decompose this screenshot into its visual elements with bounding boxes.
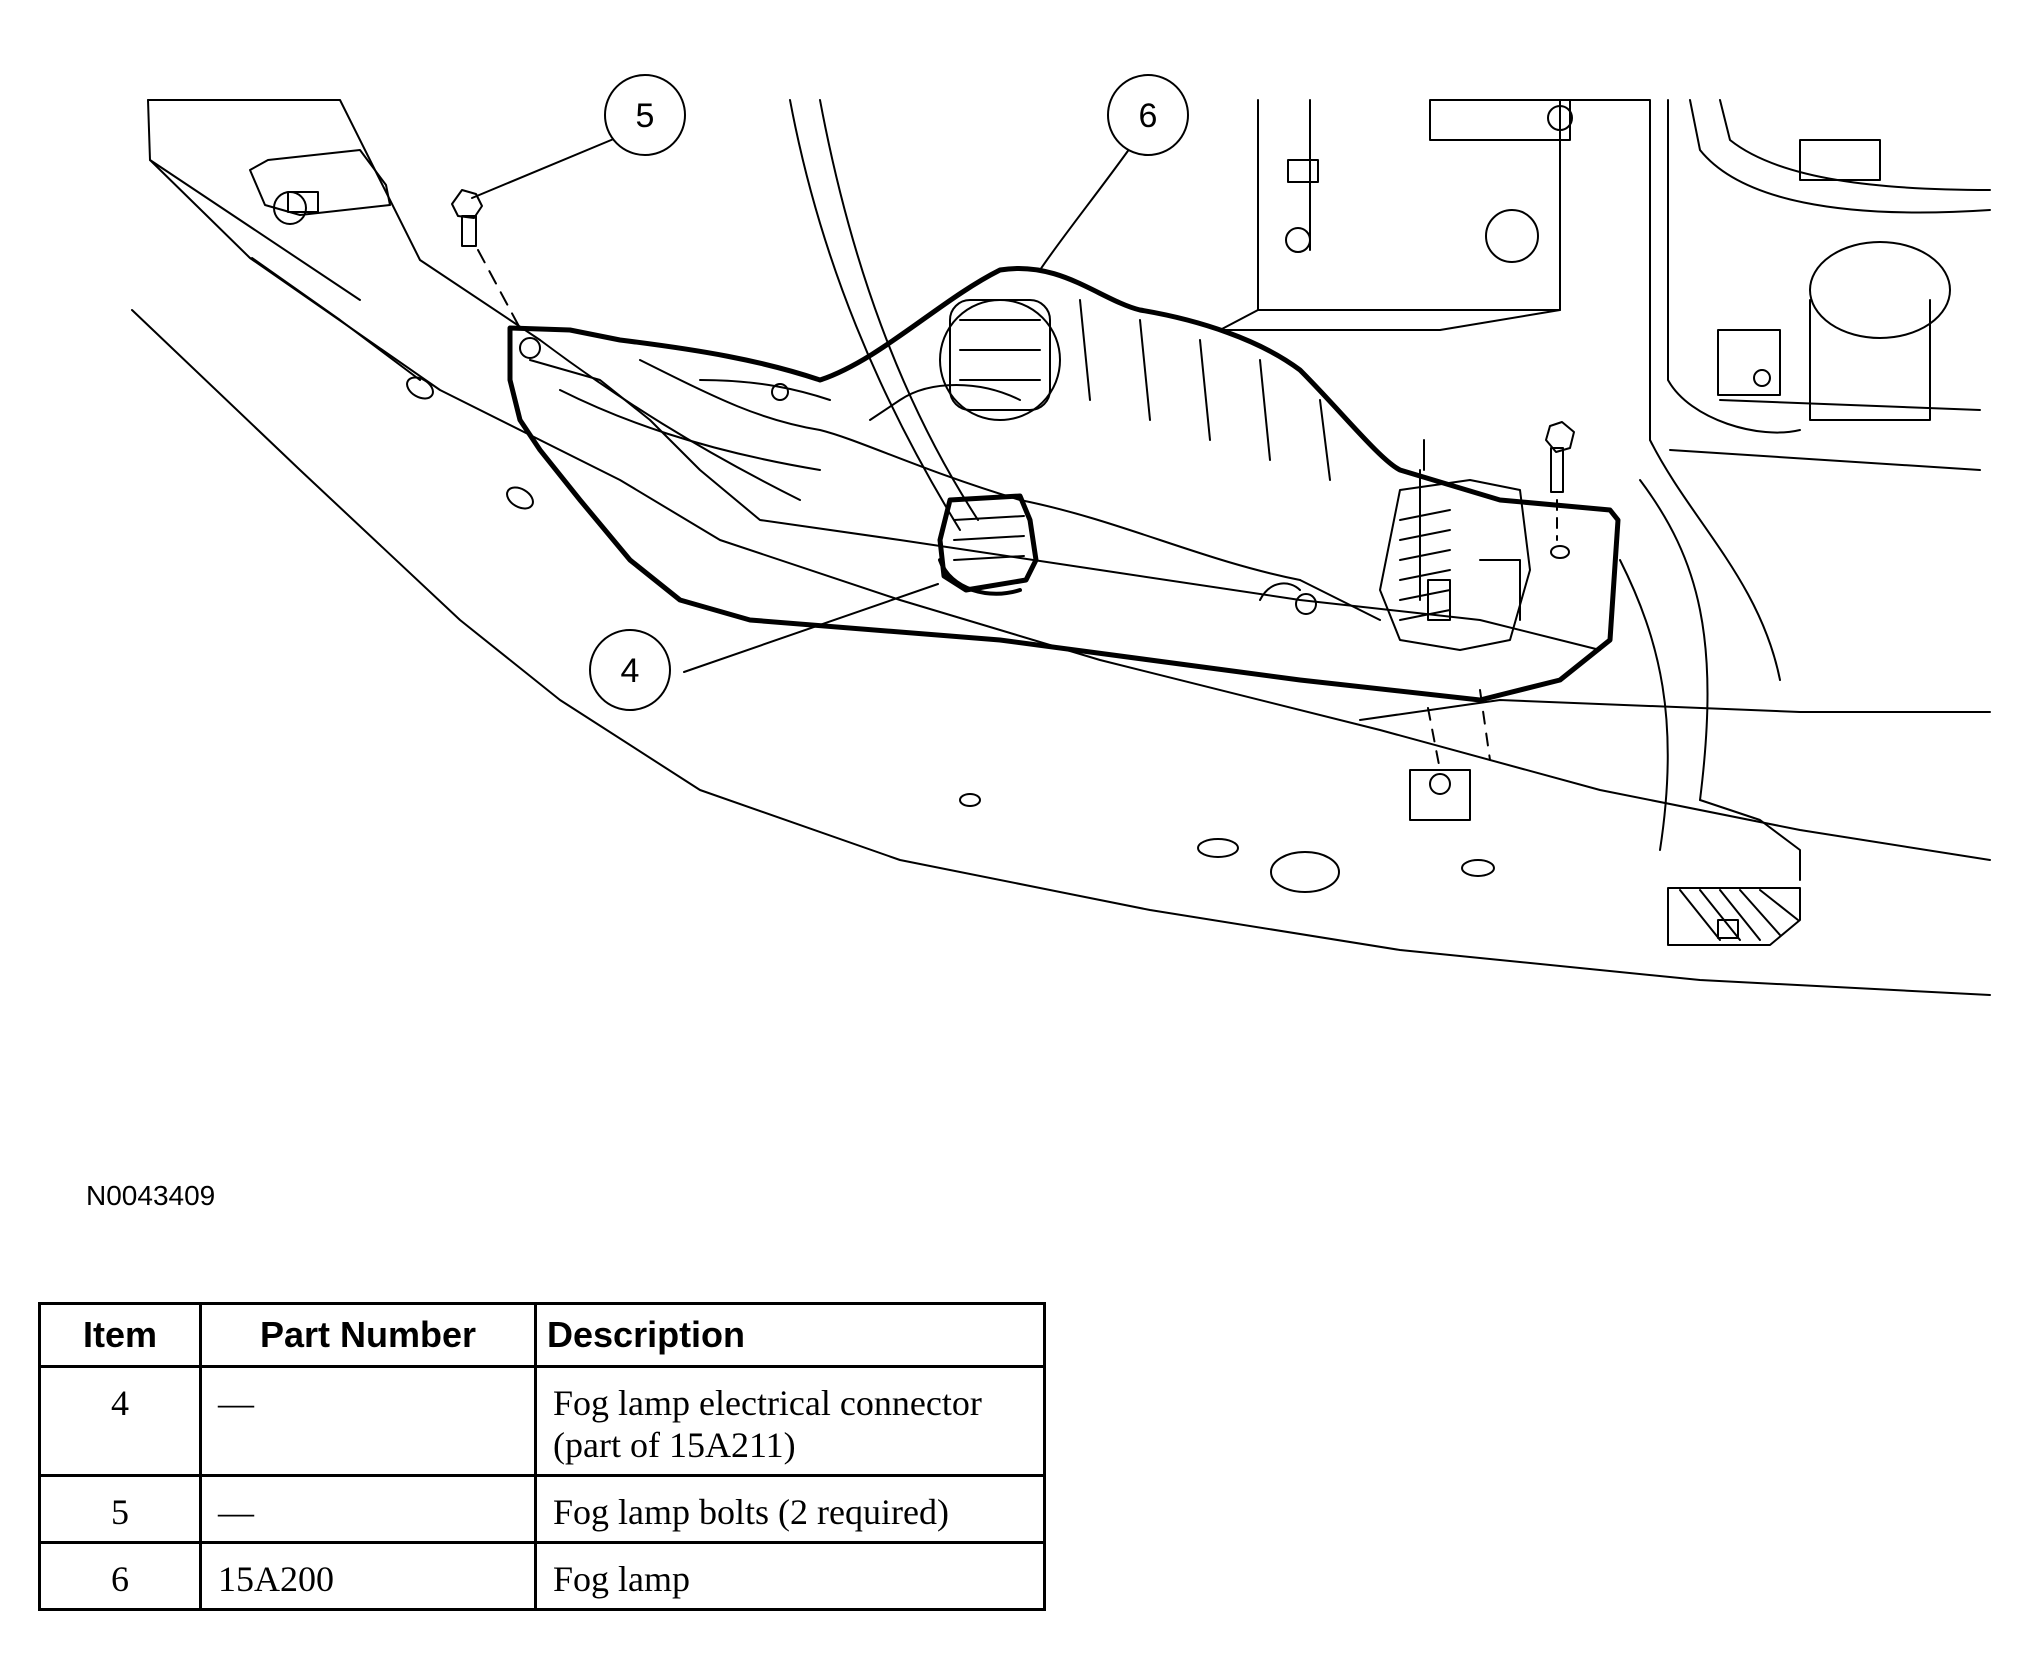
cell-item: 4	[38, 1365, 202, 1477]
parts-table: Item Part Number Description 4 — Fog lam…	[38, 1302, 1046, 1611]
upper-clip	[249, 149, 391, 225]
table-header-row: Item Part Number Description	[38, 1302, 1046, 1368]
svg-text:5: 5	[636, 97, 655, 135]
fog-lamp-housing	[507, 266, 1621, 703]
description-line: Fog lamp electrical connector	[553, 1383, 982, 1423]
callout-6: 6	[1107, 74, 1189, 156]
header-part-number: Part Number	[199, 1302, 537, 1368]
figure-id: N0043409	[86, 1180, 216, 1211]
electrical-connector	[789, 99, 1039, 596]
table-row: 5 — Fog lamp bolts (2 required)	[38, 1474, 1046, 1544]
cell-part-number: 15A200	[199, 1541, 537, 1611]
table-row: 4 — Fog lamp electrical connector (part …	[38, 1365, 1046, 1477]
fascia-slots	[406, 376, 1495, 893]
callout-4: 4	[589, 629, 671, 711]
header-item: Item	[38, 1302, 202, 1368]
lower-retainer	[1409, 689, 1491, 821]
svg-text:6: 6	[1139, 97, 1158, 135]
bolt-right	[1545, 421, 1575, 559]
cell-part-number: —	[199, 1365, 537, 1477]
cell-item: 6	[38, 1541, 202, 1611]
header-description: Description	[534, 1302, 1046, 1368]
cell-description: Fog lamp	[534, 1541, 1046, 1611]
description-line: (part of 15A211)	[553, 1425, 796, 1465]
description-line: Fog lamp	[553, 1559, 691, 1599]
cell-part-number: —	[199, 1474, 537, 1544]
adjuster-spring	[1259, 439, 1531, 651]
table-row: 6 15A200 Fog lamp	[38, 1541, 1046, 1611]
svg-text:4: 4	[621, 652, 640, 690]
bolt-left	[451, 189, 541, 359]
cell-item: 5	[38, 1474, 202, 1544]
callout-leaders	[471, 137, 1131, 673]
radiator-support	[1219, 99, 1991, 881]
fog-lamp-illustration: 5 6 4	[131, 74, 1991, 996]
cell-description: Fog lamp bolts (2 required)	[534, 1474, 1046, 1544]
description-line: Fog lamp bolts (2 required)	[553, 1492, 949, 1532]
callout-5: 5	[604, 74, 686, 156]
bumper-fascia	[131, 99, 1991, 996]
cell-description: Fog lamp electrical connector (part of 1…	[534, 1365, 1046, 1477]
tow-hook-area	[1667, 887, 1801, 946]
